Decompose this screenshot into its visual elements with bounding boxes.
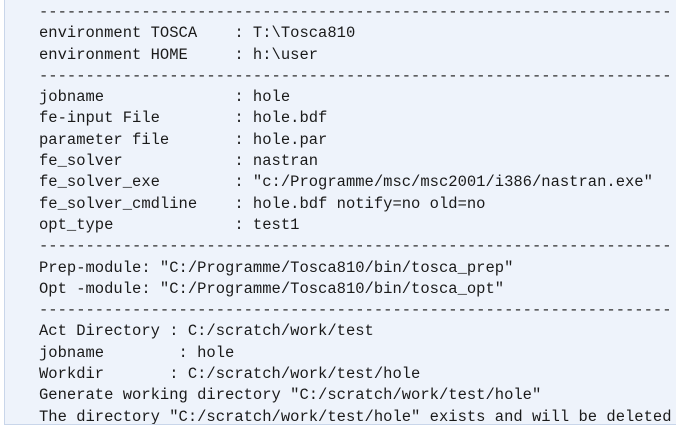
console-line: Generate working directory "C:/scratch/w… (39, 386, 542, 405)
console-line: Prep-module: "C:/Programme/Tosca810/bin/… (39, 258, 514, 277)
separator-line: ----------------------------------------… (39, 237, 672, 256)
console-line: environment HOME : h:\user (39, 45, 319, 64)
console-line: jobname : hole (39, 88, 291, 107)
separator-line: ----------------------------------------… (39, 301, 672, 320)
console-line: fe_solver_exe : "c:/Programme/msc/msc200… (39, 173, 653, 192)
console-line: Opt -module: "C:/Programme/Tosca810/bin/… (39, 279, 505, 298)
console-line: The directory "C:/scratch/work/test/hole… (39, 407, 672, 425)
separator-line: ----------------------------------------… (39, 3, 672, 21)
console-line: fe_solver : nastran (39, 152, 319, 171)
separator-line: ----------------------------------------… (39, 66, 672, 85)
console-line: fe_solver_cmdline : hole.bdf notify=no o… (39, 194, 486, 213)
console-line: Act Directory : C:/scratch/work/test (39, 322, 374, 341)
console-line: parameter file : hole.par (39, 130, 328, 149)
console-lines: ----------------------------------------… (39, 2, 676, 425)
console-line: opt_type : test1 (39, 215, 300, 234)
console-output: ----------------------------------------… (4, 0, 676, 425)
console-line: jobname : hole (39, 343, 235, 362)
console-line: Workdir : C:/scratch/work/test/hole (39, 365, 421, 384)
console-line: fe-input File : hole.bdf (39, 109, 328, 128)
console-line: environment TOSCA : T:\Tosca810 (39, 24, 356, 43)
